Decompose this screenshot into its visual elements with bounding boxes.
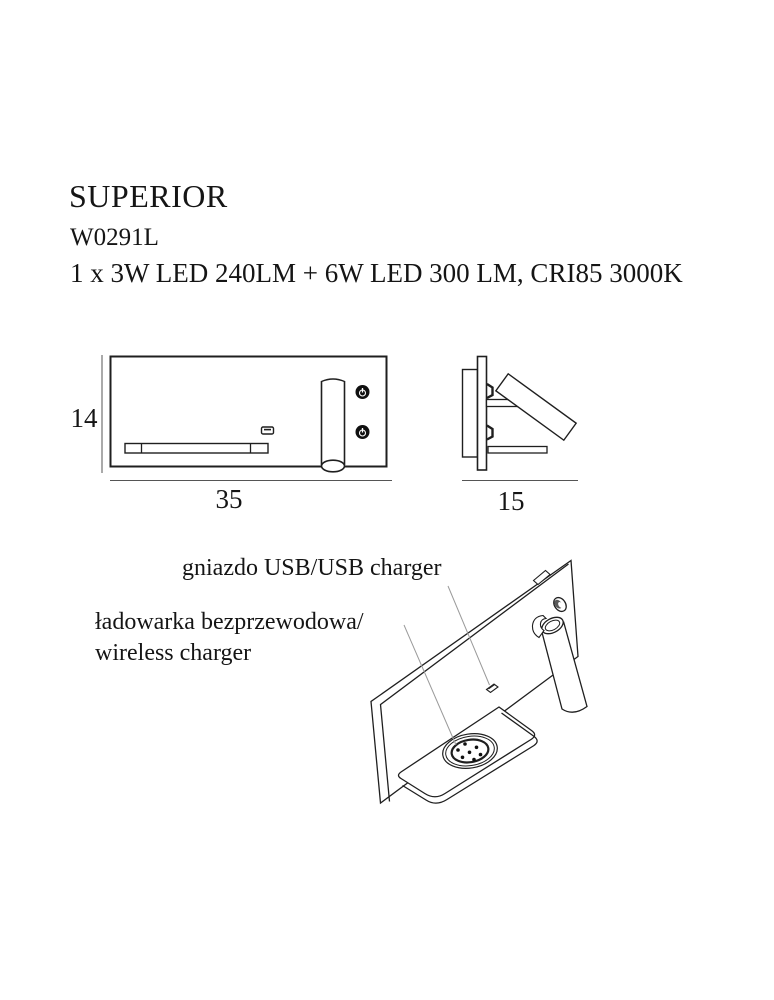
page-title: SUPERIOR [69,178,228,214]
model-number: W0291L [70,224,159,251]
perspective-view-drawing [370,559,588,805]
clip-notch [486,424,494,441]
mount-tab [532,569,551,586]
height-dimension-label: 14 [70,403,98,433]
wall-plate-side [476,355,488,471]
spec-line: 1 x 3W LED 240LM + 6W LED 300 LM, CRI85 … [70,258,683,288]
led-diffuser-bar [124,442,269,454]
charging-pad-dots [456,742,483,762]
button-hole [553,596,567,613]
width-dimension-label: 35 [215,484,243,514]
shelf-thickness-edge [402,712,538,804]
reading-lamp-side [494,372,578,442]
power-button-icon [355,385,370,399]
front-view-drawing [101,355,392,481]
depth-dimension-label: 15 [497,486,525,516]
lamp-bracket [531,614,548,639]
reading-lamp-front [320,378,346,473]
recessed-box-side [461,368,479,458]
wall-panel [370,559,579,805]
panel-edge-lines [379,563,569,802]
wireless-leader-line [403,624,457,746]
usb-port-icon [260,426,275,435]
shelf-side [487,445,548,454]
reading-lamp-3d [540,621,588,713]
clip-notch [486,382,494,400]
power-button-icon [355,425,370,439]
usb-leader-line [447,585,490,686]
wireless-annotation-line1: ładowarka bezprzewodowa/ [95,609,364,635]
side-view-drawing [461,355,578,481]
usb-annotation: gniazdo USB/USB charger [182,555,442,581]
wireless-annotation-line2: wireless charger [95,640,252,666]
usb-port-3d [485,683,499,694]
